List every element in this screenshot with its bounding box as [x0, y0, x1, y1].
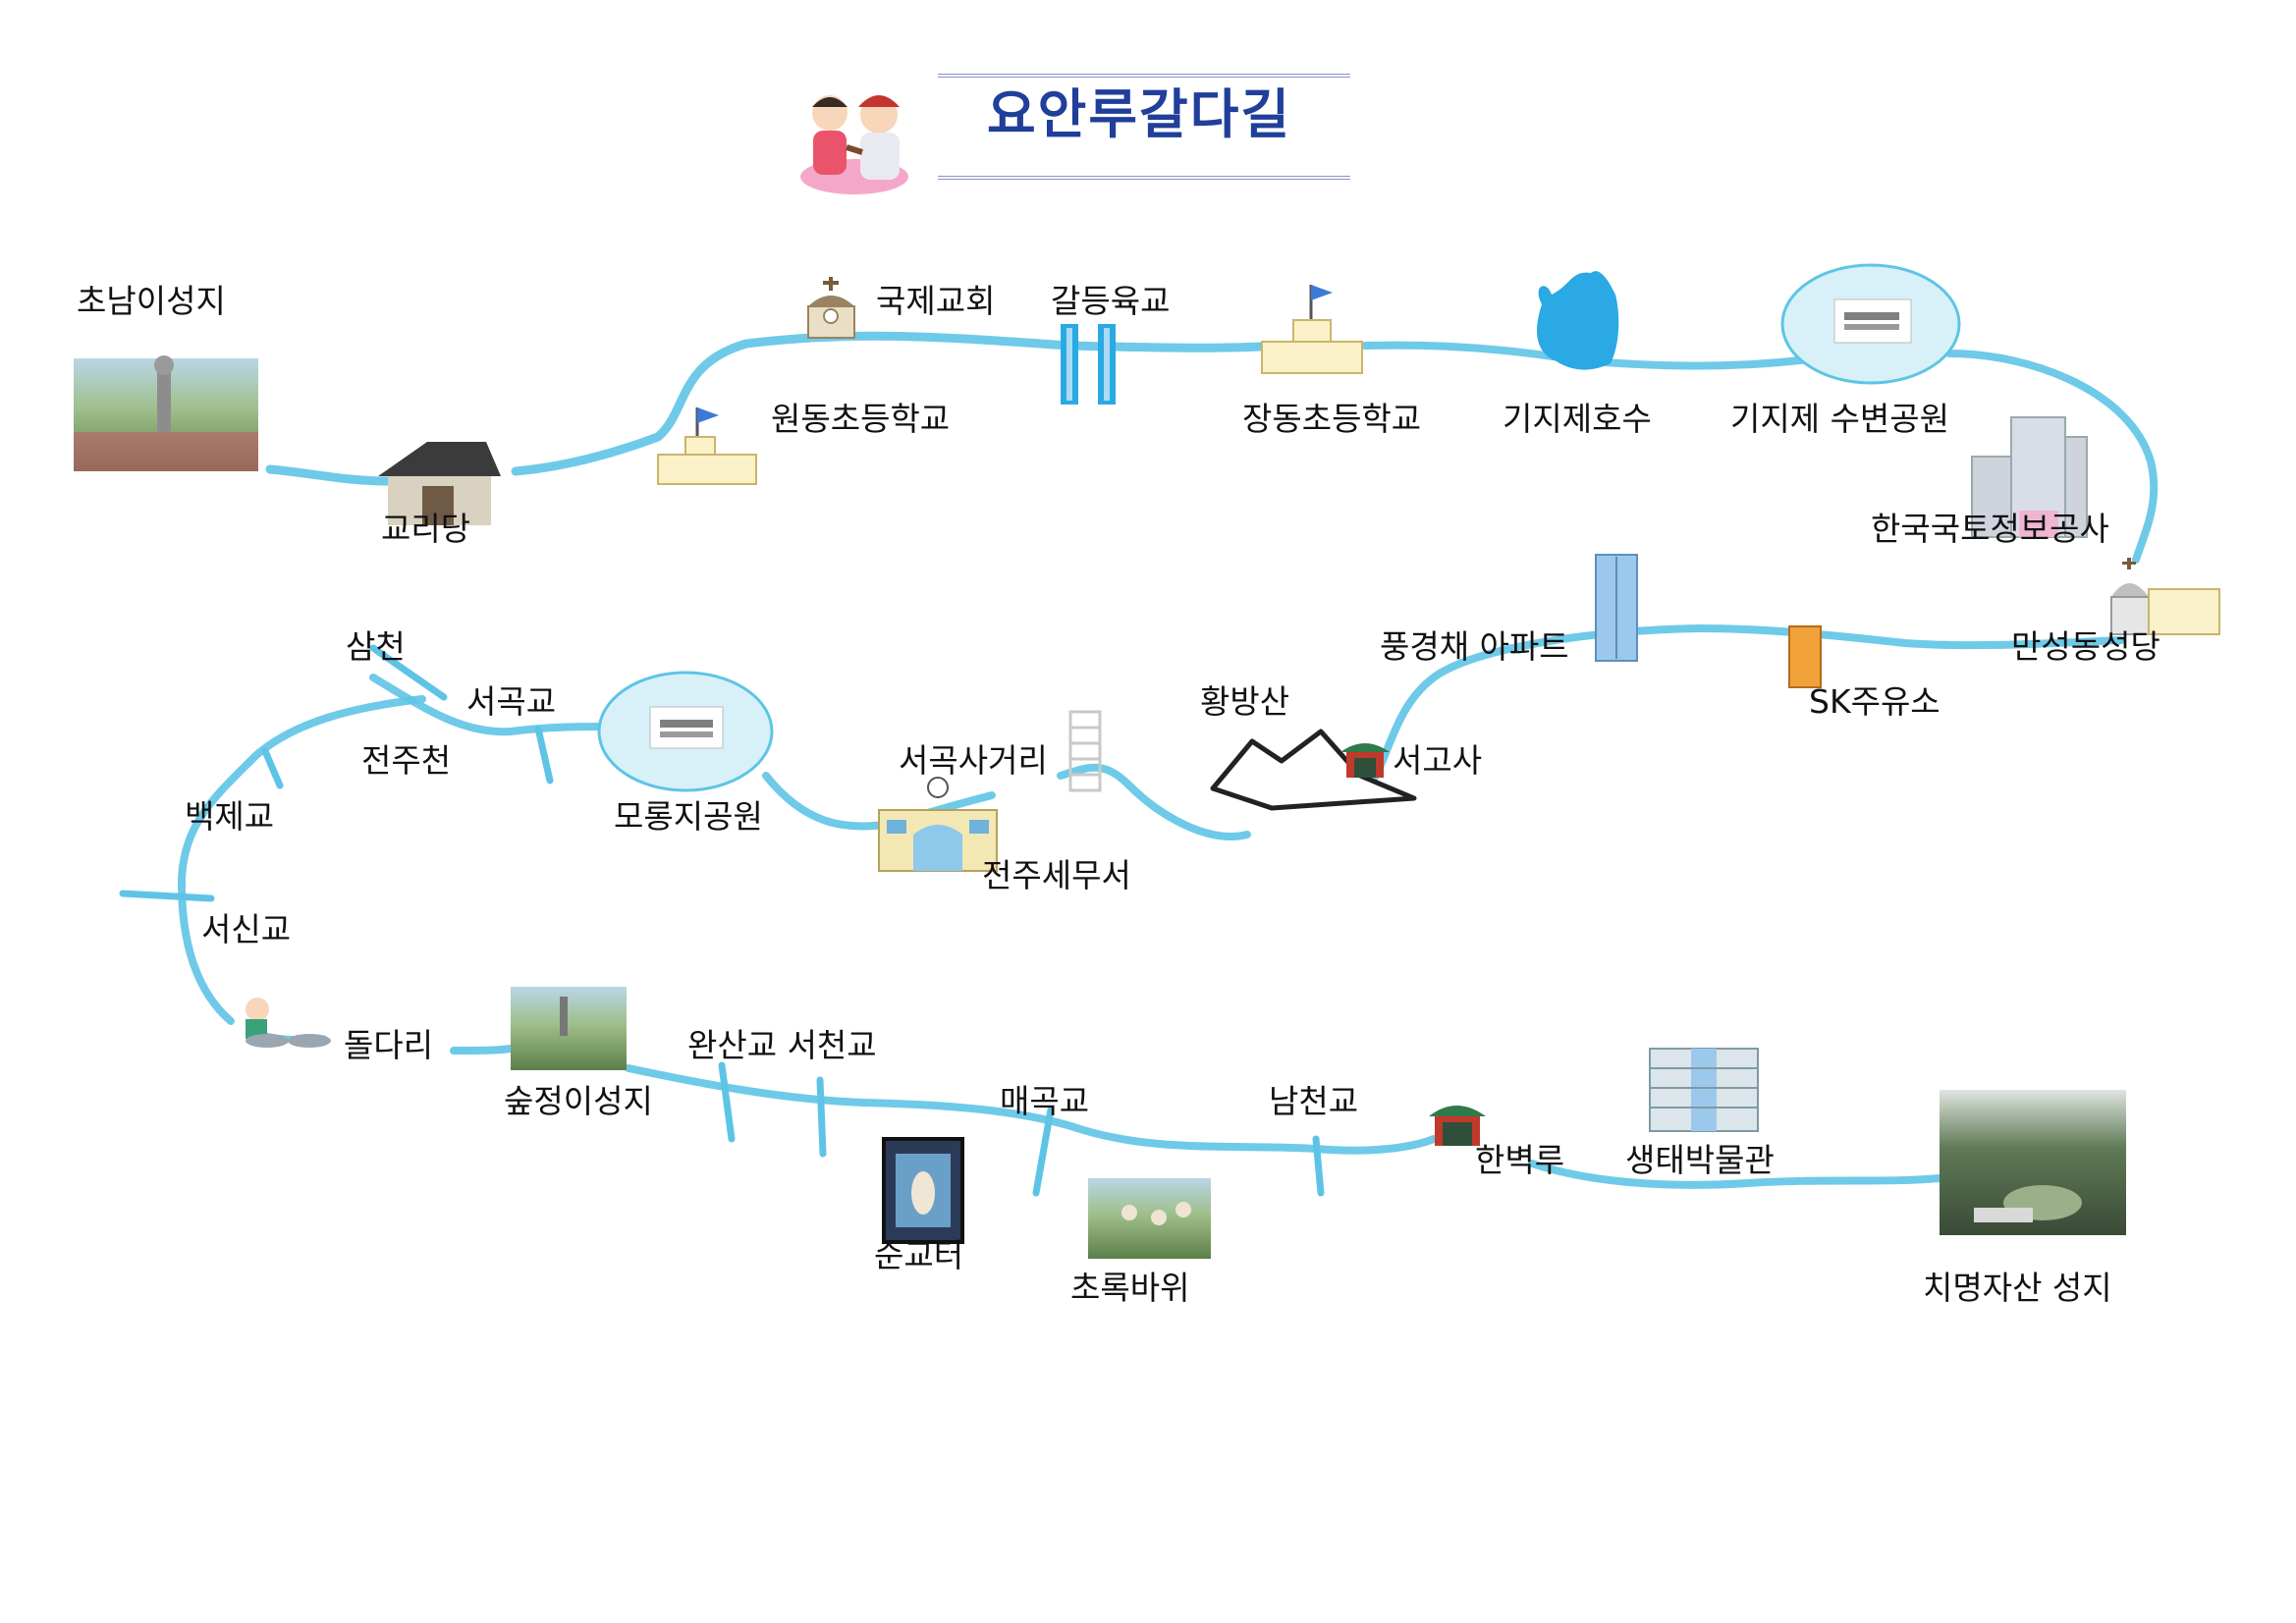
- label-galdeung-bridge: 갈등육교: [1051, 282, 1171, 320]
- lake-icon: [1537, 271, 1619, 370]
- tax-office-icon: [878, 777, 998, 872]
- label-chimyeongjasan: 치명자산 성지: [1923, 1269, 2112, 1307]
- label-samcheon: 삼천: [346, 627, 406, 666]
- label-gyoridang: 교리당: [381, 510, 471, 548]
- label-gijije-lake: 기지제호수: [1503, 400, 1652, 438]
- chorok-bawi-photo: [1088, 1178, 1211, 1259]
- label-jeonjucheon: 전주천: [361, 741, 452, 780]
- morongji-park-bubble: [597, 671, 774, 792]
- label-wondong-school: 원동초등학교: [771, 400, 951, 438]
- seogosa-temple-icon: [1340, 743, 1390, 778]
- label-seogosa: 서고사: [1393, 741, 1483, 780]
- chimyeongjasan-photo: [1940, 1090, 2126, 1235]
- label-seogok-intersection: 서곡사거리: [899, 741, 1048, 780]
- label-wansan-seocheon-bridge: 완산교 서천교: [687, 1026, 877, 1064]
- martyrdom-painting: [882, 1137, 964, 1244]
- label-gukje-church: 국제교회: [876, 282, 996, 320]
- hanbyeokru-pavilion-icon: [1429, 1106, 1486, 1146]
- label-eco-museum: 생태박물관: [1625, 1141, 1775, 1179]
- jangdong-school-icon: [1261, 285, 1363, 374]
- label-hanbyeokru: 한벽루: [1475, 1141, 1565, 1179]
- label-lx-office: 한국국토정보공사: [1871, 510, 2109, 548]
- supjeongi-photo: [511, 987, 627, 1070]
- label-seosin-bridge: 서신교: [201, 910, 292, 948]
- lx-building-icon: [1971, 416, 2088, 538]
- stepping-stones-icon: [246, 998, 331, 1048]
- route-path: [119, 331, 2159, 1197]
- label-sup-seongji: 숲정이성지: [504, 1082, 653, 1120]
- page-title: 요안루갈다길: [987, 83, 1292, 145]
- label-gijije-park: 기지제 수변공원: [1730, 400, 1950, 438]
- gas-station-icon: [1788, 625, 1822, 688]
- label-hwangbangsan: 황방산: [1200, 682, 1290, 721]
- gyoridang-icon: [378, 442, 501, 525]
- crosswalk-icon: [1068, 710, 1102, 792]
- label-sk-station: SK주유소: [1809, 682, 1941, 721]
- label-pungyeong-apt: 풍경채 아파트: [1380, 627, 1569, 666]
- church-icon: [807, 277, 855, 339]
- hanbok-couple-icon: [800, 95, 908, 194]
- wondong-school-icon: [657, 407, 757, 485]
- label-baekje-bridge: 백제교: [185, 797, 275, 836]
- chonam-seongji-photo: [74, 355, 258, 471]
- mountain-icon: [1210, 729, 1417, 811]
- label-namcheon-bridge: 남천교: [1269, 1082, 1359, 1120]
- label-jangdong-school: 장동초등학교: [1242, 400, 1422, 438]
- label-morongji-park: 모롱지공원: [614, 797, 763, 836]
- mansung-church-icon: [2110, 558, 2220, 635]
- label-seogok-bridge: 서곡교: [466, 682, 557, 721]
- label-jeonju-tax-office: 전주세무서: [982, 856, 1131, 894]
- overpass-icon: [1061, 324, 1116, 405]
- title-frame: [938, 74, 1350, 180]
- label-mansungdong-church: 만성동성당: [2011, 627, 2160, 666]
- label-sungyo-site: 순교터: [874, 1236, 964, 1274]
- label-chorok-bawi: 초록바위: [1070, 1269, 1190, 1307]
- label-doldari: 돌다리: [344, 1026, 434, 1064]
- label-maegok-bridge: 매곡교: [1000, 1082, 1090, 1120]
- gijije-park-bubble: [1780, 263, 1961, 385]
- eco-museum-icon: [1649, 1048, 1759, 1132]
- apartment-tower-icon: [1595, 554, 1638, 662]
- label-chonam-seongji: 초남이성지: [77, 282, 226, 320]
